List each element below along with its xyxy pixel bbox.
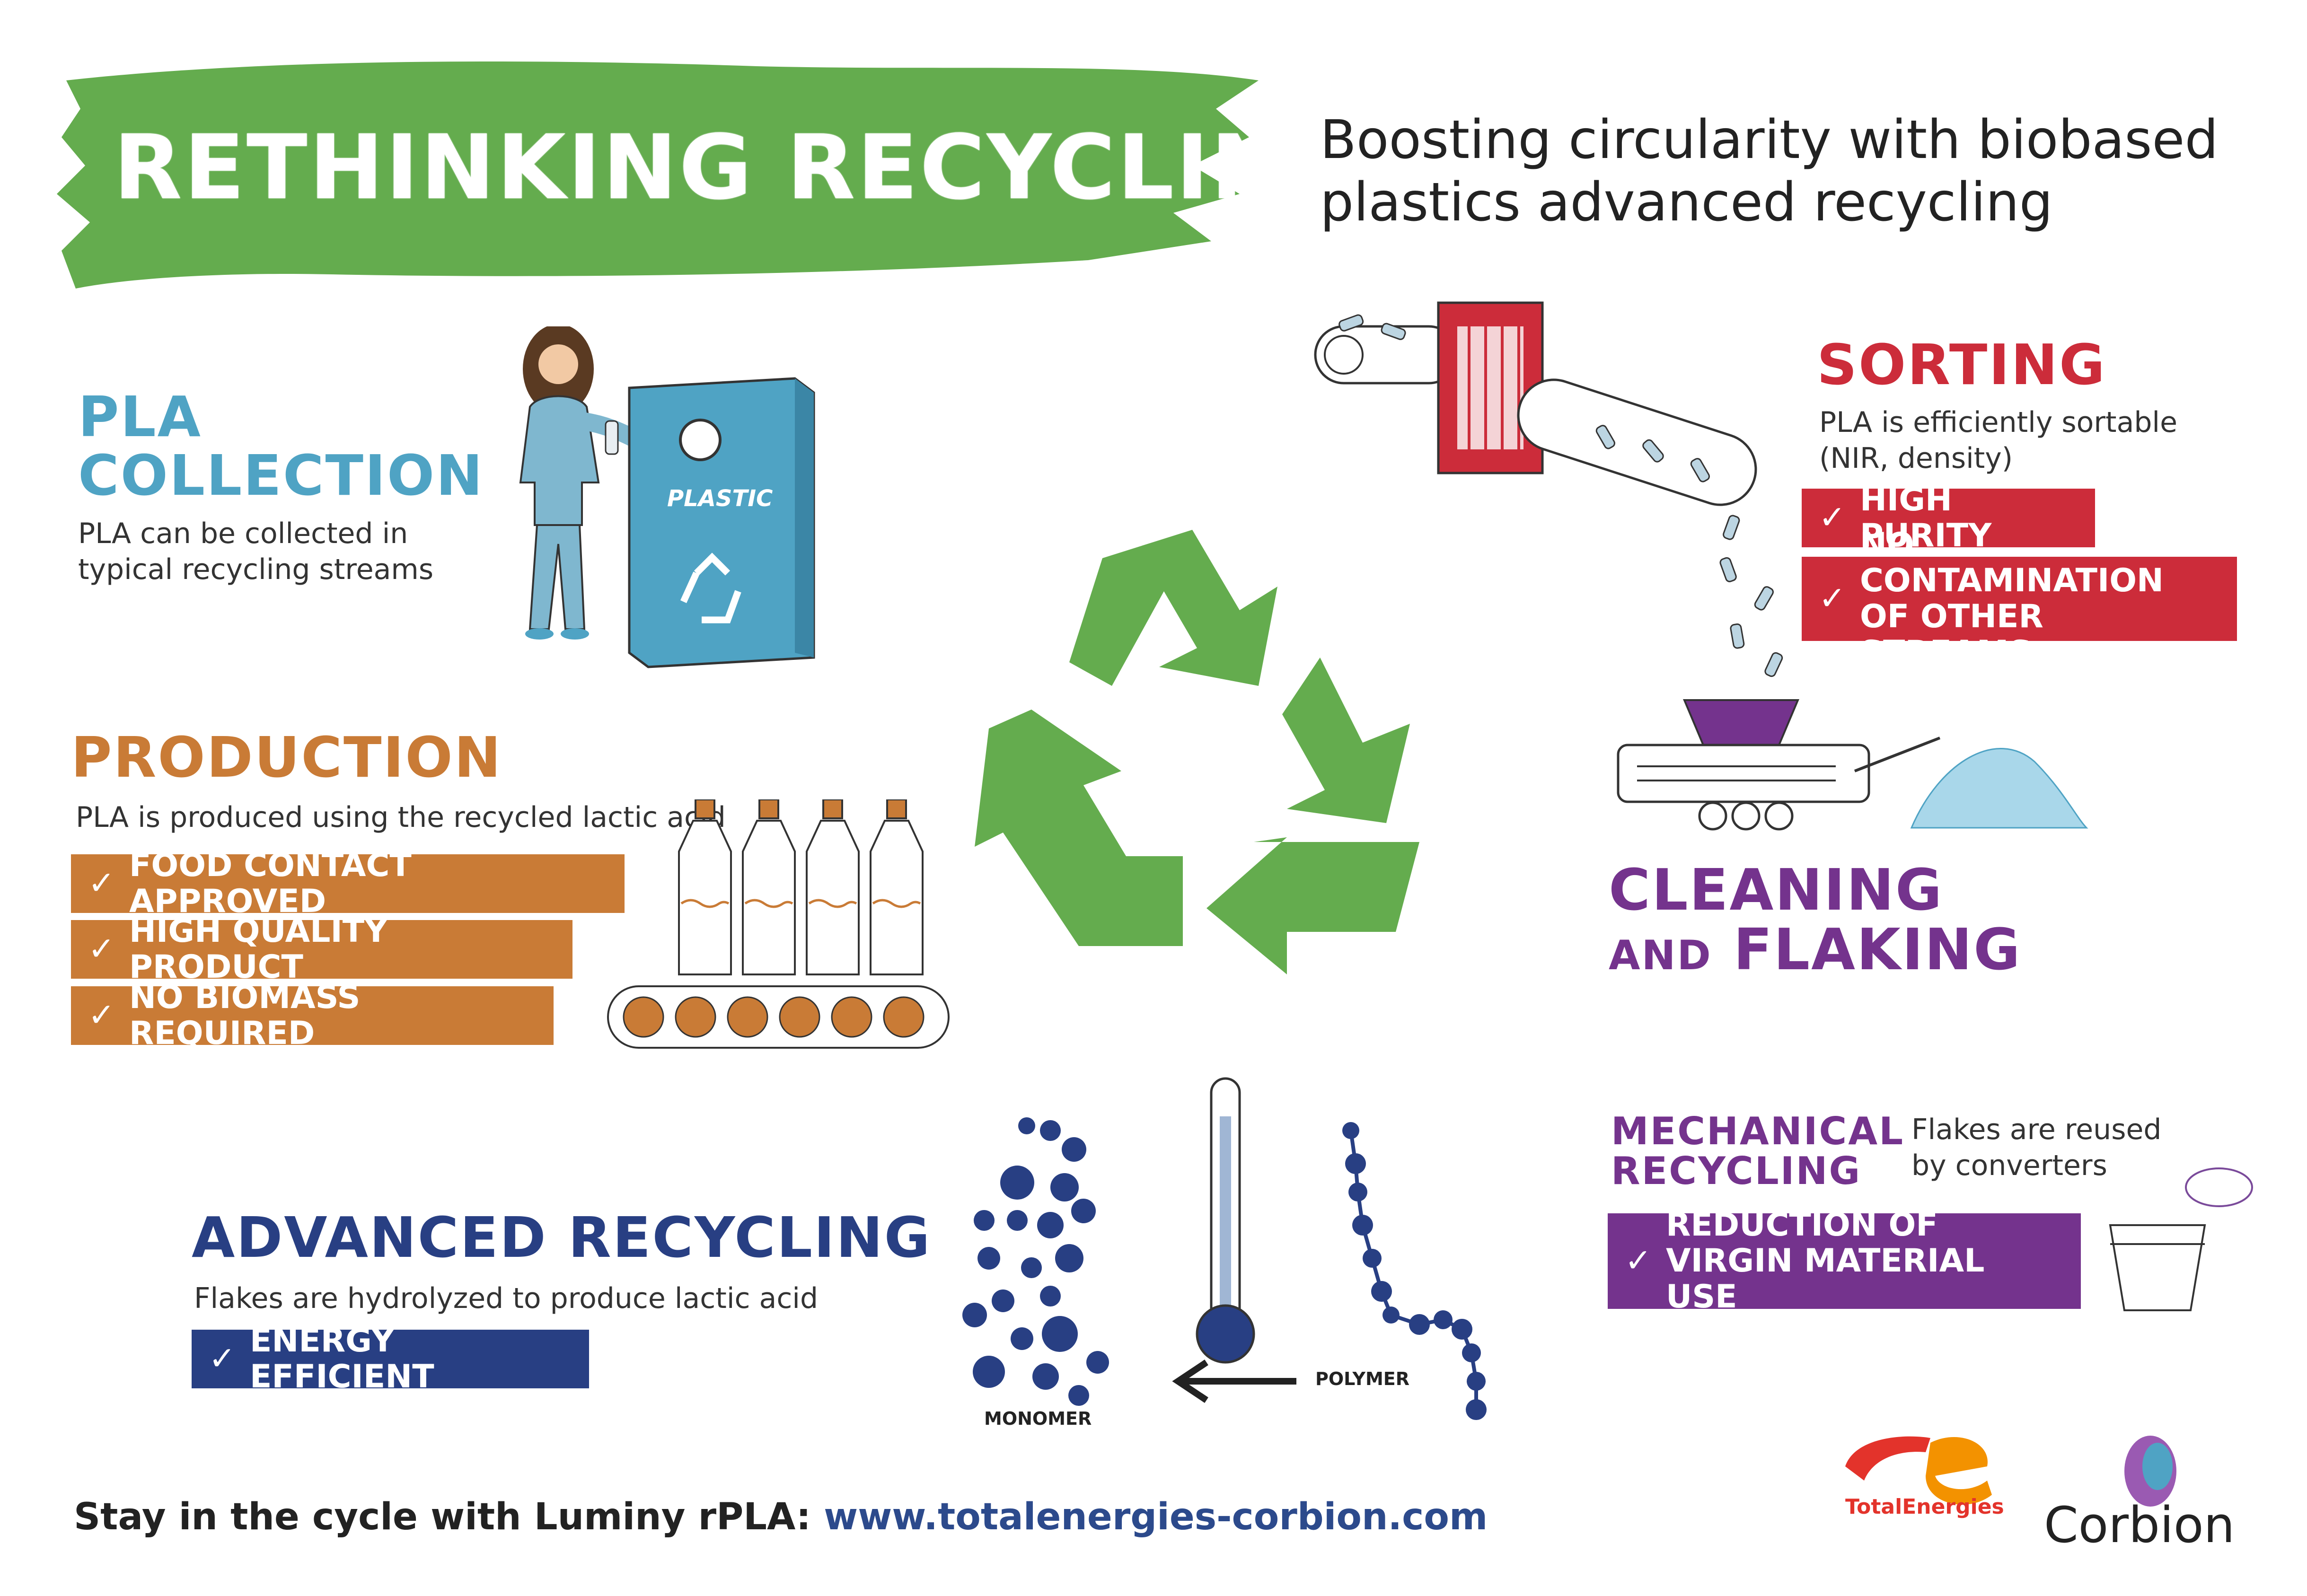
check-icon: ✓ xyxy=(1819,499,1846,536)
recycling-bin: PLASTIC xyxy=(628,377,815,668)
collection-text: PLA can be collected in typical recyclin… xyxy=(78,517,434,586)
corbion-logo-text: Corbion xyxy=(2044,1496,2235,1554)
bottle-icon xyxy=(678,799,732,975)
production-tag-biomass: ✓ NO BIOMASS REQUIRED xyxy=(71,980,554,1052)
check-icon: ✓ xyxy=(88,930,115,968)
mechanical-title-line1: MECHANICAL xyxy=(1611,1109,1905,1153)
totalenergies-logo-text: TotalEnergies xyxy=(1845,1495,2004,1518)
tag-label: HIGH QUALITY PRODUCT xyxy=(129,912,388,986)
arrow-left-icon xyxy=(1172,1359,1296,1403)
tag-label: ENERGY EFFICIENT xyxy=(249,1322,434,1395)
tag-label: HIGH PURITY xyxy=(1859,481,1992,554)
footer-url[interactable]: www.totalenergies-corbion.com xyxy=(824,1496,1488,1538)
check-icon: ✓ xyxy=(88,997,115,1034)
advanced-tag-energy: ✓ ENERGY EFFICIENT xyxy=(192,1323,589,1395)
advanced-text: Flakes are hydrolyzed to produce lactic … xyxy=(194,1282,819,1315)
tag-label: FOOD CONTACT APPROVED xyxy=(129,847,412,920)
check-icon: ✓ xyxy=(88,865,115,902)
bottle-icon xyxy=(742,799,796,975)
totalenergies-logo: TotalEnergies xyxy=(1845,1436,2004,1518)
check-icon: ✓ xyxy=(209,1340,236,1377)
bottle-icon xyxy=(806,799,860,975)
monomer-label: MONOMER xyxy=(984,1408,1092,1429)
bottle-icon xyxy=(870,799,924,975)
monomer-molecules xyxy=(962,1117,1109,1406)
production-title: PRODUCTION xyxy=(71,725,502,790)
cleaning-title-line1: CLEANING xyxy=(1609,858,1944,923)
cleaning-title-flaking: FLAKING xyxy=(1733,917,2022,983)
cleaning-title-and: AND xyxy=(1609,932,1712,979)
bin-label: PLASTIC xyxy=(667,485,773,512)
sorting-machine-illustration xyxy=(1314,301,1783,677)
tag-label: NO BIOMASS REQUIRED xyxy=(129,979,361,1052)
production-text: PLA is produced using the recycled lacti… xyxy=(76,801,726,834)
hydrolysis-illustration: MONOMER POLYMER xyxy=(962,1077,1487,1429)
woman-recycling-illustration: PLASTIC xyxy=(519,326,815,668)
check-icon: ✓ xyxy=(1819,580,1846,617)
sorting-title: SORTING xyxy=(1817,332,2106,397)
pot-icon xyxy=(2109,1167,2253,1311)
sorting-tag-purity: ✓ HIGH PURITY xyxy=(1802,482,2095,554)
production-tag-quality: ✓ HIGH QUALITY PRODUCT xyxy=(71,913,572,985)
cleaning-title: CLEANING AND FLAKING xyxy=(1609,861,2022,980)
advanced-title: ADVANCED RECYCLING xyxy=(192,1205,932,1270)
mechanical-title-line2: RECYCLING xyxy=(1611,1149,1862,1193)
check-icon: ✓ xyxy=(1625,1242,1652,1280)
cleaning-title-line2: AND FLAKING xyxy=(1609,921,2022,980)
tag-label: NO CONTAMINATION OF OTHER STREAMS xyxy=(1859,526,2164,671)
sorting-tag-contamination: ✓ NO CONTAMINATION OF OTHER STREAMS xyxy=(1802,527,2237,671)
collection-title-line1: PLA xyxy=(78,384,202,449)
bottles-conveyor-illustration xyxy=(607,799,950,1049)
footer-text: Stay in the cycle with Luminy rPLA: www.… xyxy=(74,1496,1488,1538)
collection-title-line2: COLLECTION xyxy=(78,442,484,508)
corbion-logo: Corbion xyxy=(2044,1436,2235,1554)
mechanical-title: MECHANICAL RECYCLING xyxy=(1611,1112,1904,1191)
polymer-label: POLYMER xyxy=(1315,1368,1409,1389)
tag-label: REDUCTION OF VIRGIN MATERIAL USE xyxy=(1665,1206,1985,1315)
flaking-machine-illustration xyxy=(1617,699,2088,831)
mechanical-text: Flakes are reused by converters xyxy=(1911,1113,2162,1182)
footer-prefix: Stay in the cycle with Luminy rPLA: xyxy=(74,1496,824,1538)
recycling-symbol-icon xyxy=(975,530,1419,974)
collection-title: PLA COLLECTION xyxy=(78,384,484,508)
mechanical-tag-virgin-material: ✓ REDUCTION OF VIRGIN MATERIAL USE xyxy=(1608,1207,2081,1315)
sorting-text: PLA is efficiently sortable (NIR, densit… xyxy=(1819,406,2178,475)
production-tag-food-contact: ✓ FOOD CONTACT APPROVED xyxy=(71,848,625,920)
title-brush-stroke xyxy=(57,61,1259,289)
thermometer-icon xyxy=(1196,1077,1255,1364)
page-subtitle: Boosting circularity with biobased plast… xyxy=(1320,109,2219,233)
page-title: RETHINKING RECYCLING xyxy=(114,116,1362,219)
polymer-chain xyxy=(1342,1122,1487,1420)
